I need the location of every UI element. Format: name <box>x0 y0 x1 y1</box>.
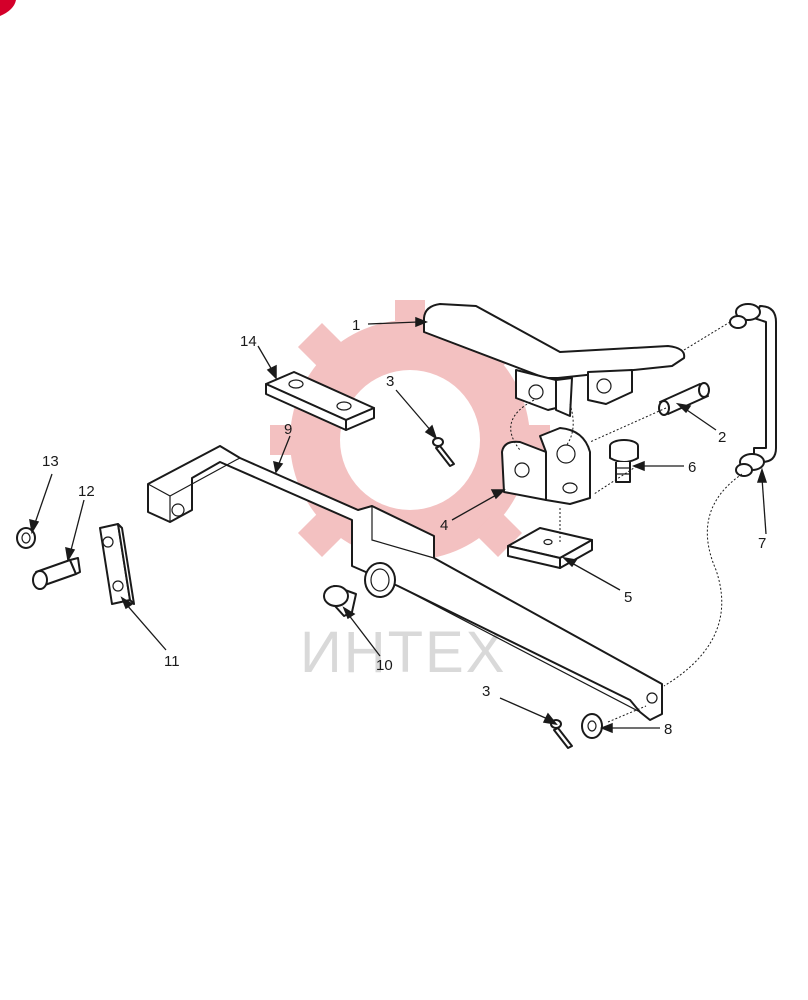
cotter-pin-part-3-upper <box>432 437 455 467</box>
bolt-part-6 <box>609 439 639 483</box>
pin-part-12 <box>32 557 81 590</box>
callout-11: 11 <box>164 653 180 670</box>
callout-13: 13 <box>42 453 59 470</box>
callout-1: 1 <box>352 317 360 334</box>
clevis-part-4 <box>501 427 591 505</box>
callout-14: 14 <box>240 333 257 350</box>
callout-7: 7 <box>758 535 766 552</box>
assembly-lines <box>510 321 743 723</box>
callout-9: 9 <box>284 421 292 438</box>
callout-2: 2 <box>718 429 726 446</box>
callout-labels: 1 14 3 9 2 6 13 12 4 7 5 11 10 3 8 <box>42 317 766 738</box>
callout-4: 4 <box>440 517 448 534</box>
pin-part-2 <box>658 382 710 416</box>
leader-lines <box>29 316 768 734</box>
callout-3-lower: 3 <box>482 683 490 700</box>
pedal-part-1 <box>423 303 686 417</box>
corner-mark <box>0 0 16 16</box>
rod-part-7 <box>729 303 777 477</box>
lever-part-9 <box>147 445 663 721</box>
bushing-part-10 <box>323 585 357 617</box>
washer-part-8 <box>581 713 603 739</box>
snap-ring-part-13 <box>16 527 36 549</box>
callout-12: 12 <box>78 483 95 500</box>
callout-3-upper: 3 <box>386 373 394 390</box>
callout-5: 5 <box>624 589 632 606</box>
callout-10: 10 <box>376 657 393 674</box>
callout-8: 8 <box>664 721 672 738</box>
link-plate-part-14 <box>265 371 375 431</box>
watermark-text: ИНТЕХ <box>300 620 506 685</box>
strap-part-11 <box>99 523 135 605</box>
callout-6: 6 <box>688 459 696 476</box>
